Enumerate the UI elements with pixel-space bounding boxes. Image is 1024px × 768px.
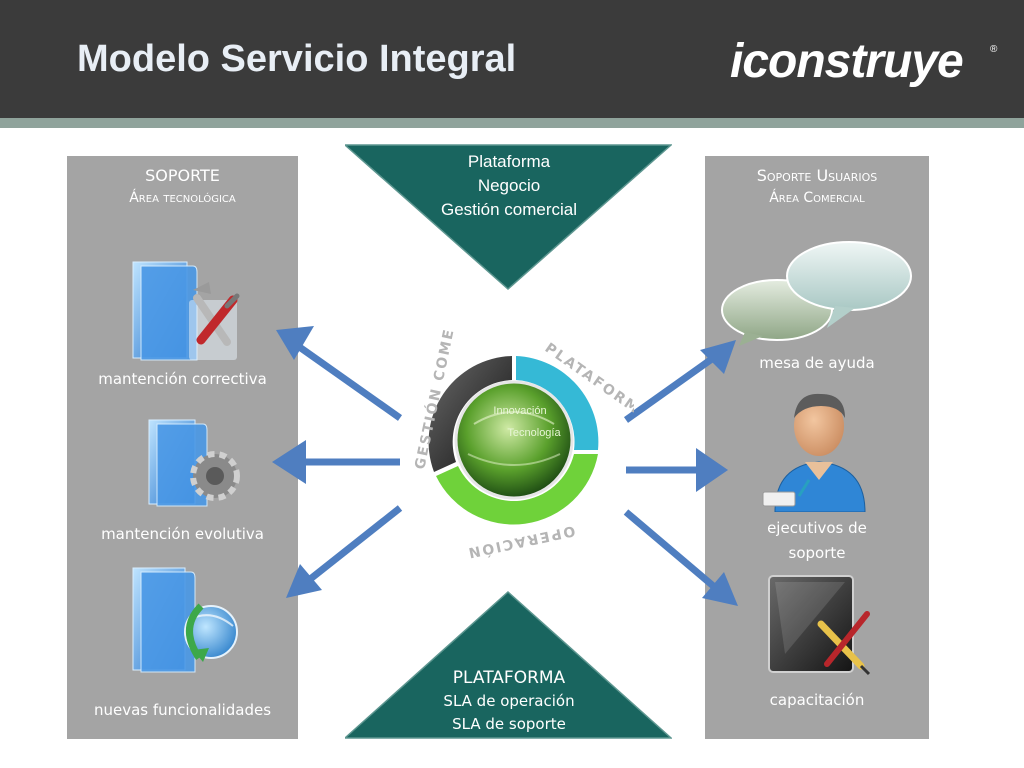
arrow-to-mesa-de-ayuda [623,353,719,423]
right-panel-subheading: Área Comercial [769,190,865,206]
header-accent-strip [0,118,1024,128]
left-panel-soporte: SOPORTE Área tecnológica mantención corr… [67,156,298,739]
item-mesa-de-ayuda: mesa de ayuda [759,354,875,372]
arrow-to-capacitacion [623,509,721,593]
bottom-triangle-text: PLATAFORMA SLA de operación SLA de sopor… [395,666,623,736]
ring-core-globe [454,380,574,500]
brand-logo: iconstruye [730,35,964,88]
top-triangle-line-2: Negocio [477,176,541,195]
left-panel-subheading: Área tecnológica [129,190,236,206]
center-ring-diagram: Innovación Tecnología GESTIÓN COMERCIAL … [410,330,634,560]
bottom-triangle-line-2: SLA de operación [443,692,575,710]
arrow-head-mesa [700,340,736,374]
folder-gear-icon [148,419,240,507]
top-triangle-plataforma-negocio [345,144,672,291]
right-panel-heading: Soporte Usuarios [756,166,878,185]
support-agent-icon [762,393,866,512]
arrow-to-nuevas-funcionalidades [301,505,403,587]
arrow-head-correctiva [276,326,314,360]
speech-bubbles-icon [721,241,912,346]
top-triangle-line-3: Gestión comercial [440,200,578,219]
bottom-triangle-plataforma-sla [345,590,672,739]
ring-inner-text-tecnologia: Tecnología [507,427,561,439]
item-ejecutivos-de-soporte: ejecutivos de soporte [705,516,929,566]
item-mantencion-correctiva: mantención correctiva [98,370,267,388]
board-pen-icon [768,575,871,676]
item-nuevas-funcionalidades: nuevas funcionalidades [93,701,272,719]
item-capacitacion: capacitación [769,691,865,709]
arrow-head-ejecutivos [696,448,728,492]
registered-mark: ® [990,44,998,55]
item-ejecutivos-line-1: ejecutivos de [767,519,867,537]
page-title: Modelo Servicio Integral [77,38,517,80]
ring-segment-plataforma [516,356,599,450]
ring-segment-operacion [436,454,598,525]
folder-tools-icon [132,261,240,361]
top-triangle-text: Plataforma Negocio Gestión comercial [395,150,623,222]
bottom-triangle-line-1: PLATAFORMA [452,668,566,688]
ring-label-operacion: OPERACIÓN [465,522,577,560]
item-mantencion-evolutiva: mantención evolutiva [101,525,264,543]
header-bar [0,0,1024,118]
arrow-head-evolutiva [272,440,306,484]
bottom-triangle-line-3: SLA de soporte [452,715,566,733]
arrow-head-nuevas [286,564,322,598]
ring-inner-text-innovacion: Innovación [493,405,546,417]
arrow-head-capacitacion [702,572,738,606]
folder-globe-icon [132,567,238,673]
arrow-to-mantencion-correctiva [295,343,403,421]
top-triangle-line-1: Plataforma [467,152,551,171]
right-panel-soporte-usuarios: Soporte Usuarios Área Comercial mesa de … [705,156,929,739]
left-panel-heading: SOPORTE [145,166,220,185]
item-ejecutivos-line-2: soporte [788,544,846,562]
ring-segment-gestion-comercial [428,356,512,472]
